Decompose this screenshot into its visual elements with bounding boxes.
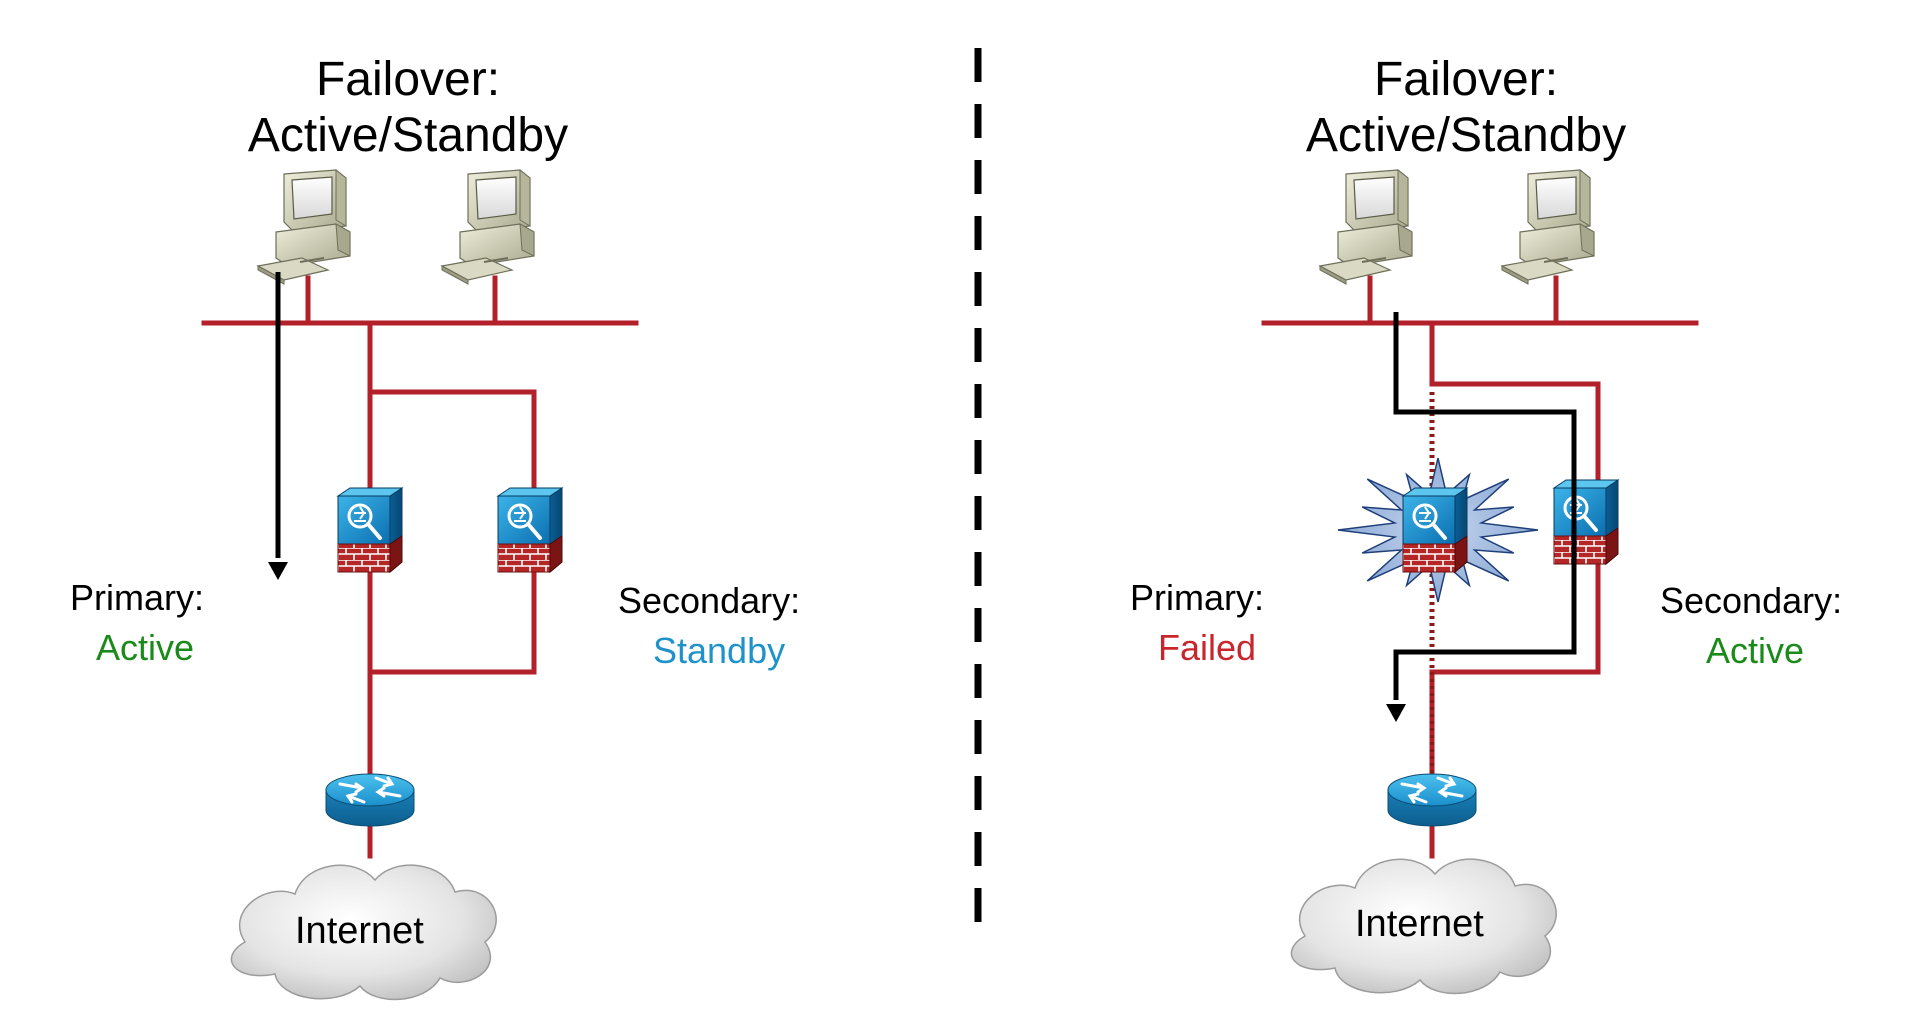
- left-title-line2: Active/Standby: [247, 109, 569, 162]
- left-secondary-firewall-icon: [496, 487, 564, 574]
- right-secondary-state: Active: [1706, 630, 1805, 671]
- right-pc1-icon: [1318, 168, 1413, 285]
- left-internet-cloud-icon: [230, 864, 497, 1001]
- left-secondary-state: Standby: [653, 630, 786, 671]
- right-cloud-label: Internet: [1355, 903, 1484, 945]
- right-router-icon: [1387, 773, 1477, 827]
- right-pc2-icon: [1500, 168, 1595, 285]
- left-router-icon: [325, 773, 415, 827]
- left-primary-firewall-icon: [336, 487, 404, 574]
- right-traffic-arrow-path: [1393, 312, 1577, 700]
- right-internet-cloud-icon: [1290, 858, 1557, 995]
- left-primary-state: Active: [96, 627, 195, 668]
- left-primary-label: Primary:: [70, 577, 204, 618]
- right-primary-state: Failed: [1158, 627, 1257, 668]
- right-title-line2: Active/Standby: [1305, 109, 1627, 162]
- right-primary-firewall-icon: [1401, 487, 1469, 574]
- left-secondary-label: Secondary:: [618, 580, 801, 621]
- left-traffic-arrow-head: [268, 562, 288, 580]
- left-pc2-icon: [440, 168, 535, 285]
- right-traffic-arrow-head: [1386, 704, 1406, 722]
- right-secondary-label: Secondary:: [1660, 580, 1843, 621]
- left-pc1-icon: [256, 168, 351, 285]
- left-title-line1: Failover:: [315, 53, 501, 106]
- left-cloud-label: Internet: [295, 910, 424, 952]
- right-primary-label: Primary:: [1130, 577, 1264, 618]
- right-title-line1: Failover:: [1373, 53, 1559, 106]
- right-secondary-firewall-icon: [1552, 479, 1620, 566]
